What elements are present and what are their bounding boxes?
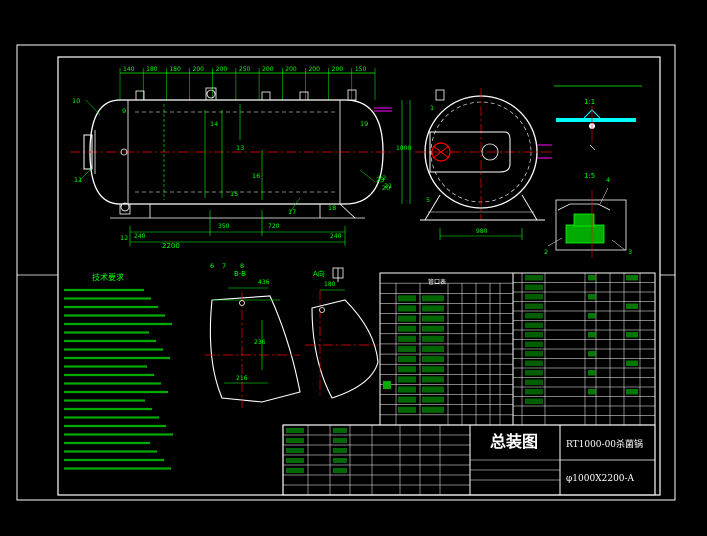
nozzle-table-title: 管口表 [428, 278, 446, 286]
part-number-label: 19 [360, 120, 368, 128]
part-number-label: 16 [252, 172, 260, 180]
top-dimension: 200 [285, 66, 297, 73]
main-vessel-view: 140 180 180 200 200 250 200 200 200 200 150 [70, 66, 403, 246]
tech-req-title: 技术要求 [92, 272, 124, 282]
section-a-label: A向 [313, 269, 325, 278]
part-number-label: 1 [430, 104, 434, 112]
part-number-label: 2 [544, 248, 548, 256]
section-a [305, 267, 379, 399]
detail-plate [556, 118, 636, 122]
technical-requirements [64, 288, 173, 470]
part-number-label: 15 [230, 190, 238, 198]
top-dimension: 250 [239, 66, 251, 73]
title-block [282, 381, 656, 496]
drawing-number: RT1000-00杀菌锅 [566, 438, 643, 450]
top-dimension: 180 [169, 66, 181, 73]
detail-view-rail [547, 187, 627, 258]
detail-scale-label: 1:1 [584, 98, 595, 106]
part-number-label: 14 [210, 120, 218, 128]
part-number-label: 11 [74, 176, 82, 184]
part-number-label: 20 [382, 184, 390, 192]
dim-height: 1000 [396, 145, 411, 152]
part-number-label: 13 [236, 144, 244, 152]
part-number-label: 7 [222, 262, 226, 270]
handwheel-icon [431, 142, 451, 162]
top-dimension: 200 [262, 66, 274, 73]
top-dimension: 200 [332, 66, 344, 73]
part-number-label: 8 [240, 262, 244, 270]
part-number-label: 23 [376, 176, 384, 184]
top-dimension: 200 [308, 66, 320, 73]
part-number-label: 22 [378, 174, 386, 182]
part-number-label: 17 [288, 208, 296, 216]
dim-bb-top: 436 [258, 279, 270, 286]
part-number-label: 9 [122, 107, 126, 115]
dim-end-right: 240 [330, 233, 342, 240]
part-number-label: 10 [72, 97, 80, 105]
dim-bb-right: 236 [254, 339, 266, 346]
inner-frame [57, 56, 661, 496]
outer-frame [16, 44, 676, 501]
dim-inner-left: 350 [218, 223, 230, 230]
part-number-label: 3 [628, 248, 632, 256]
dim-inner-mid: 720 [268, 223, 280, 230]
part-number-label: 4 [606, 176, 610, 184]
dim-end-left: 240 [134, 233, 146, 240]
detail-scale-label-2: 1:5 [584, 172, 595, 180]
dim-right-width: 980 [476, 228, 488, 235]
part-number-label: 5 [426, 196, 430, 204]
drawing-title: 总装图 [490, 432, 538, 451]
drawing-spec: φ1000X2200-A [566, 474, 635, 484]
rail-section [565, 224, 605, 244]
nozzle-table [379, 272, 514, 426]
vessel-shell [89, 99, 384, 205]
section-bb-label: B-B [234, 270, 246, 278]
dim-a-top: 180 [324, 281, 336, 288]
top-dimension: 200 [216, 66, 228, 73]
dim-total-length: 2200 [162, 242, 180, 250]
top-dimension: 200 [193, 66, 205, 73]
top-dimension: 180 [146, 66, 158, 73]
detail-view-top [554, 85, 642, 151]
side-view [409, 88, 552, 240]
parts-list [512, 272, 656, 426]
dim-bb-left: 216 [236, 375, 248, 382]
part-number-label: 12 [120, 234, 128, 242]
section-bb [205, 287, 301, 408]
part-number-label: 18 [328, 204, 336, 212]
top-dimension: 150 [355, 66, 367, 73]
top-dimension: 140 [123, 66, 135, 73]
part-number-label: 6 [210, 262, 214, 270]
part-number-label: 21 [384, 182, 392, 190]
